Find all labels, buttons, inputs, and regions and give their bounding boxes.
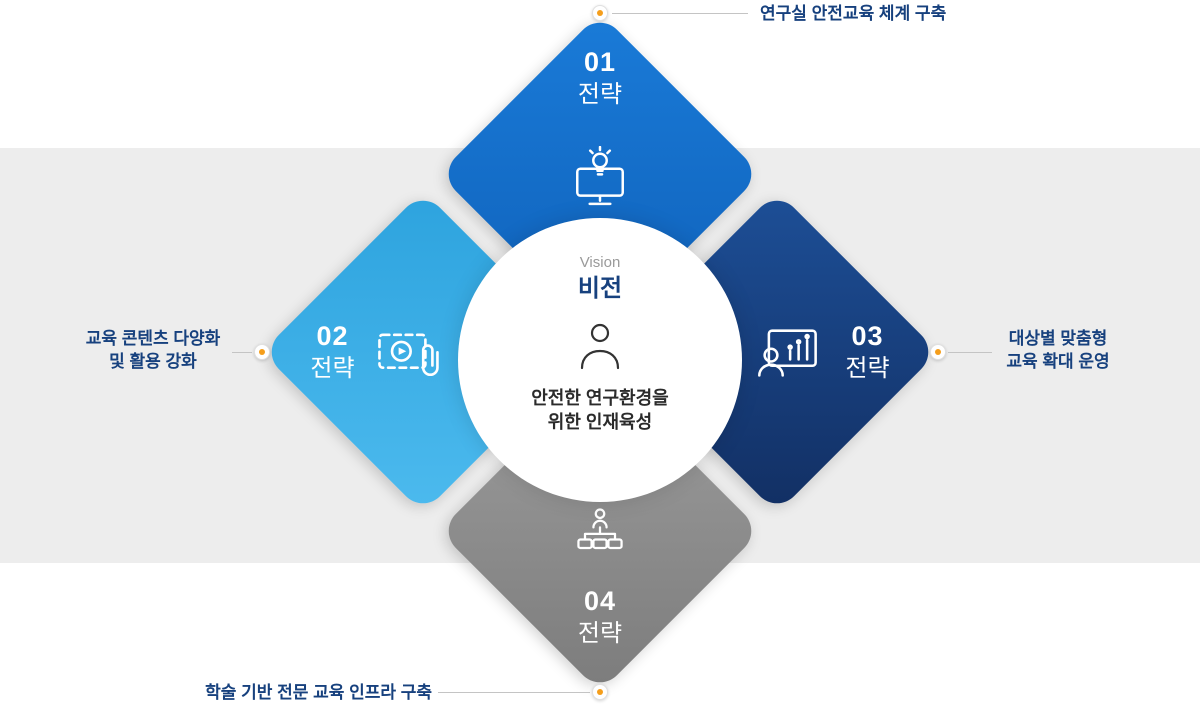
callout-line: 연구실 안전교육 체계 구축 bbox=[760, 4, 947, 23]
org-structure-icon bbox=[570, 506, 630, 558]
vision-statement: 안전한 연구환경을 위한 인재육성 bbox=[531, 386, 668, 435]
strategy-01-content: 01 전략 bbox=[520, 46, 680, 110]
vision-statement-line: 안전한 연구환경을 bbox=[531, 388, 669, 408]
connector-line-bottom bbox=[438, 692, 590, 693]
strategy-01-number: 01 bbox=[583, 47, 617, 77]
strategy-02-content: 02 전략 bbox=[295, 320, 370, 384]
vision-circle: Vision 비전 안전한 연구환경을 위한 인재육성 bbox=[458, 218, 742, 502]
connector-dot-bottom bbox=[592, 684, 608, 700]
audience-chart-icon bbox=[754, 326, 822, 380]
callout-line: 교육 콘텐츠 다양화 bbox=[85, 329, 221, 348]
dot-core bbox=[597, 689, 603, 695]
strategy-04-number: 04 bbox=[583, 586, 617, 616]
monitor-idea-icon bbox=[566, 145, 634, 208]
connector-dot-top bbox=[592, 5, 608, 21]
person-icon bbox=[576, 322, 624, 376]
dot-core bbox=[259, 349, 265, 355]
connector-line-right bbox=[948, 352, 992, 353]
strategy-04-title: 전략 bbox=[577, 620, 623, 647]
callout-line: 학술 기반 전문 교육 인프라 구축 bbox=[205, 683, 432, 702]
strategy-03-content: 03 전략 bbox=[830, 320, 905, 384]
callout-line: 및 활용 강화 bbox=[109, 351, 197, 371]
connector-dot-left bbox=[254, 344, 270, 360]
connector-line-top bbox=[612, 13, 748, 14]
callout-strategy-04: 학술 기반 전문 교육 인프라 구축 bbox=[190, 682, 432, 705]
callout-line: 교육 확대 운영 bbox=[1006, 351, 1110, 371]
callout-line: 대상별 맞춤형 bbox=[1008, 329, 1108, 348]
callout-strategy-02: 교육 콘텐츠 다양화 및 활용 강화 bbox=[78, 328, 228, 374]
vision-statement-line: 위한 인재육성 bbox=[547, 412, 653, 433]
strategy-02-title: 전략 bbox=[310, 355, 355, 382]
strategy-03-title: 전략 bbox=[845, 355, 890, 382]
callout-strategy-01: 연구실 안전교육 체계 구축 bbox=[760, 3, 946, 26]
connector-dot-right bbox=[930, 344, 946, 360]
strategy-01-title: 전략 bbox=[577, 81, 623, 108]
connector-line-left bbox=[232, 352, 252, 353]
strategy-02-number: 02 bbox=[316, 321, 349, 351]
dot-core bbox=[597, 10, 603, 16]
video-content-icon bbox=[374, 326, 444, 383]
vision-title: 비전 bbox=[577, 275, 623, 302]
strategy-04-content: 04 전략 bbox=[520, 585, 680, 649]
vision-label: Vision bbox=[579, 254, 621, 271]
callout-strategy-03: 대상별 맞춤형 교육 확대 운영 bbox=[996, 328, 1120, 374]
strategy-03-number: 03 bbox=[851, 321, 884, 351]
dot-core bbox=[935, 349, 941, 355]
